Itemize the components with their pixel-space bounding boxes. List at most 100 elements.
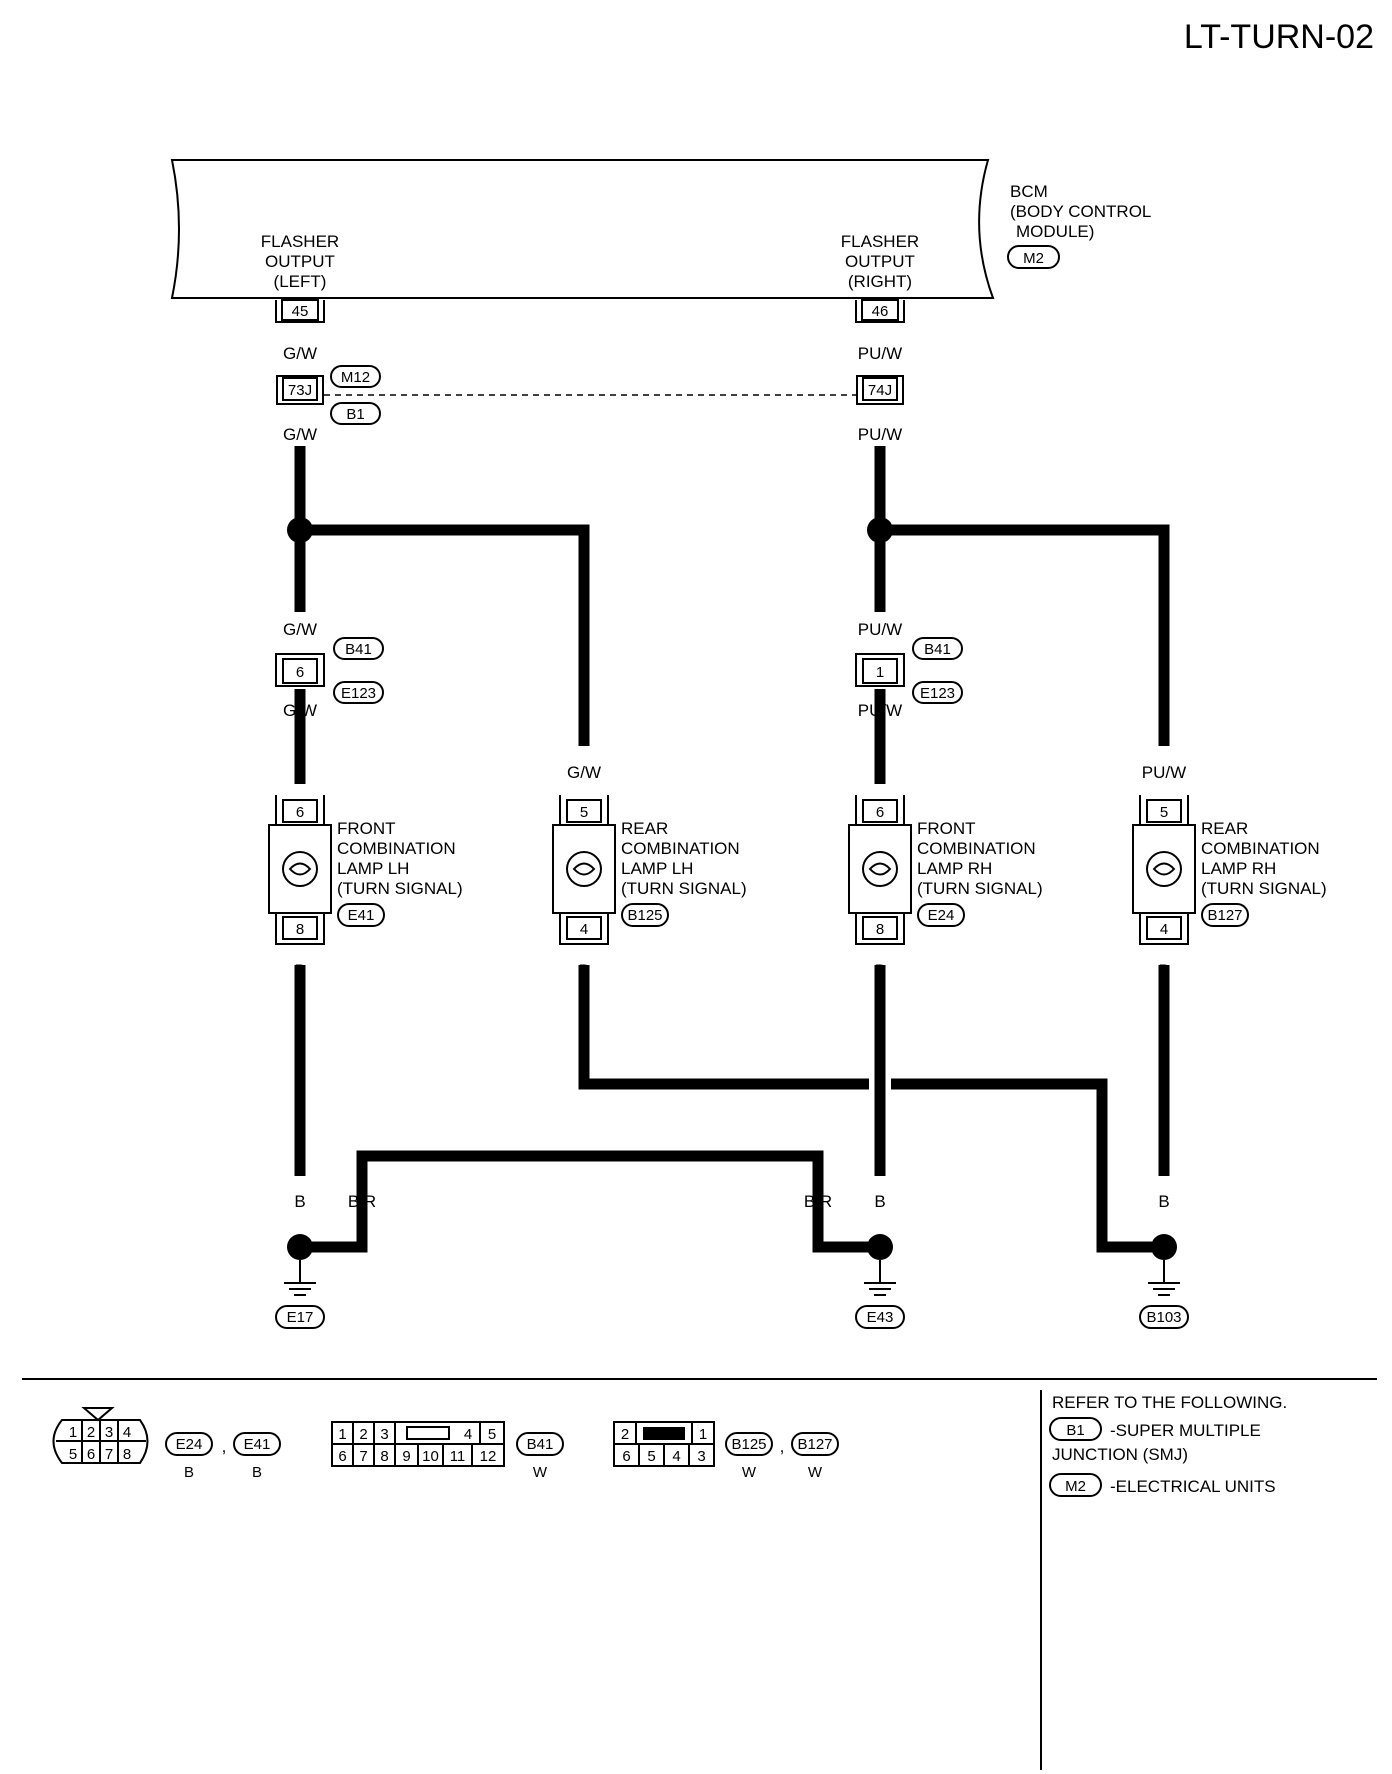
lamp-4-name-2: COMBINATION — [1201, 839, 1320, 858]
lamp-2-name-2: COMBINATION — [621, 839, 740, 858]
bcm-module: BCM (BODY CONTROL MODULE) M2 FLASHER OUT… — [170, 159, 1151, 299]
svg-text:8: 8 — [876, 921, 884, 938]
lamp-4-connector: B127 — [1207, 907, 1242, 924]
ground-b103: B103 — [1139, 1234, 1189, 1329]
svg-text:1: 1 — [876, 664, 884, 681]
flasher-right-label-1: FLASHER — [841, 232, 919, 251]
lamp-4-name-3: LAMP RH — [1201, 859, 1276, 878]
svg-text:11: 11 — [450, 1448, 466, 1465]
ground-id: B103 — [1146, 1309, 1181, 1326]
bcm-pin-right: 46 — [855, 299, 905, 323]
refer-code-m2: M2 — [1065, 1478, 1086, 1495]
ground-id: E17 — [287, 1309, 314, 1326]
svg-text:1: 1 — [699, 1426, 707, 1443]
inline-connector-labels-left: B41 E123 — [333, 637, 384, 704]
svg-text:1: 1 — [69, 1424, 77, 1441]
lamp-1-name-2: COMBINATION — [337, 839, 456, 858]
svg-text:6: 6 — [296, 664, 304, 681]
svg-text:12: 12 — [480, 1448, 497, 1465]
ground-e17: E17 — [275, 1234, 325, 1329]
svg-text:2: 2 — [87, 1424, 95, 1441]
svg-text:3: 3 — [380, 1426, 388, 1443]
legend-c3-color-2: W — [808, 1464, 823, 1481]
svg-text:B41: B41 — [924, 641, 951, 658]
svg-text:4: 4 — [1160, 921, 1168, 938]
wire-color-b-7: B — [1096, 1192, 1107, 1211]
svg-text:5: 5 — [580, 804, 588, 821]
wire-color-puw-1: PU/W — [858, 344, 902, 363]
wire-color-puw-3: PU/W — [858, 620, 902, 639]
page-id: LT-TURN-02 — [1184, 18, 1374, 56]
splice-right — [867, 517, 893, 543]
refer-text-b1-2: JUNCTION (SMJ) — [1052, 1445, 1188, 1464]
svg-text:B41: B41 — [345, 641, 372, 658]
grounds: E17 E43 B103 — [275, 1234, 1189, 1329]
wire-color-b-6: B — [874, 1192, 885, 1211]
lamp-2-name-4: (TURN SIGNAL) — [621, 879, 747, 898]
flasher-right-label-2: OUTPUT — [845, 252, 915, 271]
svg-text:9: 9 — [402, 1448, 410, 1465]
svg-text:10: 10 — [422, 1448, 439, 1465]
svg-text:3: 3 — [105, 1424, 113, 1441]
flasher-left-label-3: (LEFT) — [274, 272, 327, 291]
legend-c1-id-1: E24 — [176, 1436, 203, 1453]
lamp-2-name-3: LAMP LH — [621, 859, 693, 878]
flasher-left-label-2: OUTPUT — [265, 252, 335, 271]
wire-color-br-1: B/R — [348, 1192, 376, 1211]
lamp-2-name-1: REAR — [621, 819, 668, 838]
wire-color-puw-5: PU/W — [1142, 763, 1186, 782]
svg-text:73J: 73J — [288, 382, 312, 399]
lamp-3-name-2: COMBINATION — [917, 839, 1036, 858]
refer-heading: REFER TO THE FOLLOWING. — [1052, 1393, 1287, 1412]
svg-text:2: 2 — [621, 1426, 629, 1443]
legend-c3-color-1: W — [742, 1464, 757, 1481]
svg-text:8: 8 — [123, 1446, 131, 1463]
legend-c1-id-2: E41 — [244, 1436, 271, 1453]
inline-connector-left: 6 — [275, 653, 325, 687]
lamp-3-name-3: LAMP RH — [917, 859, 992, 878]
refer-text-m2: -ELECTRICAL UNITS — [1110, 1477, 1276, 1496]
wire-color-b-5: B — [294, 1192, 305, 1211]
svg-text:46: 46 — [872, 303, 889, 320]
svg-text:,: , — [780, 1437, 785, 1456]
svg-text:6: 6 — [338, 1448, 346, 1465]
refer-section: REFER TO THE FOLLOWING. B1 -SUPER MULTIP… — [1049, 1393, 1287, 1497]
wire-color-b-8: B — [1158, 1192, 1169, 1211]
wire-harness — [294, 446, 1170, 1253]
lamp-3-connector: E24 — [928, 907, 955, 924]
inline-connector-right: 1 — [855, 653, 905, 687]
svg-text:4: 4 — [580, 921, 588, 938]
wire-color-b-2: B — [578, 961, 589, 980]
svg-text:5: 5 — [488, 1426, 496, 1443]
wire-color-gw-3: G/W — [283, 620, 317, 639]
svg-text:7: 7 — [359, 1448, 367, 1465]
flasher-right-label-3: (RIGHT) — [848, 272, 912, 291]
svg-text:6: 6 — [87, 1446, 95, 1463]
joint-conn-top: M12 — [341, 369, 370, 386]
wire-color-b-3: B — [874, 961, 885, 980]
lamp-2-connector: B125 — [627, 907, 662, 924]
lamp-1-name-1: FRONT — [337, 819, 396, 838]
lamp-3-name-4: (TURN SIGNAL) — [917, 879, 1043, 898]
bcm-name: BCM — [1010, 182, 1048, 201]
wire-color-b-1: B — [294, 961, 305, 980]
inline-connector-labels-right: B41 E123 — [912, 637, 963, 704]
refer-code-b1: B1 — [1066, 1422, 1084, 1439]
bcm-pin-left: 45 — [275, 299, 325, 323]
svg-text:6: 6 — [296, 804, 304, 821]
splice-left — [287, 517, 313, 543]
svg-text:74J: 74J — [868, 382, 892, 399]
lamp-4-name-4: (TURN SIGNAL) — [1201, 879, 1327, 898]
lamp-3-name-1: FRONT — [917, 819, 976, 838]
legend-c1-color-1: B — [184, 1464, 194, 1481]
svg-text:E123: E123 — [341, 685, 376, 702]
svg-text:8: 8 — [380, 1448, 388, 1465]
ground-id: E43 — [867, 1309, 894, 1326]
svg-text:4: 4 — [464, 1426, 472, 1443]
legend-c3-id-2: B127 — [797, 1436, 832, 1453]
flasher-left-label-1: FLASHER — [261, 232, 339, 251]
lamp-4-name-1: REAR — [1201, 819, 1248, 838]
